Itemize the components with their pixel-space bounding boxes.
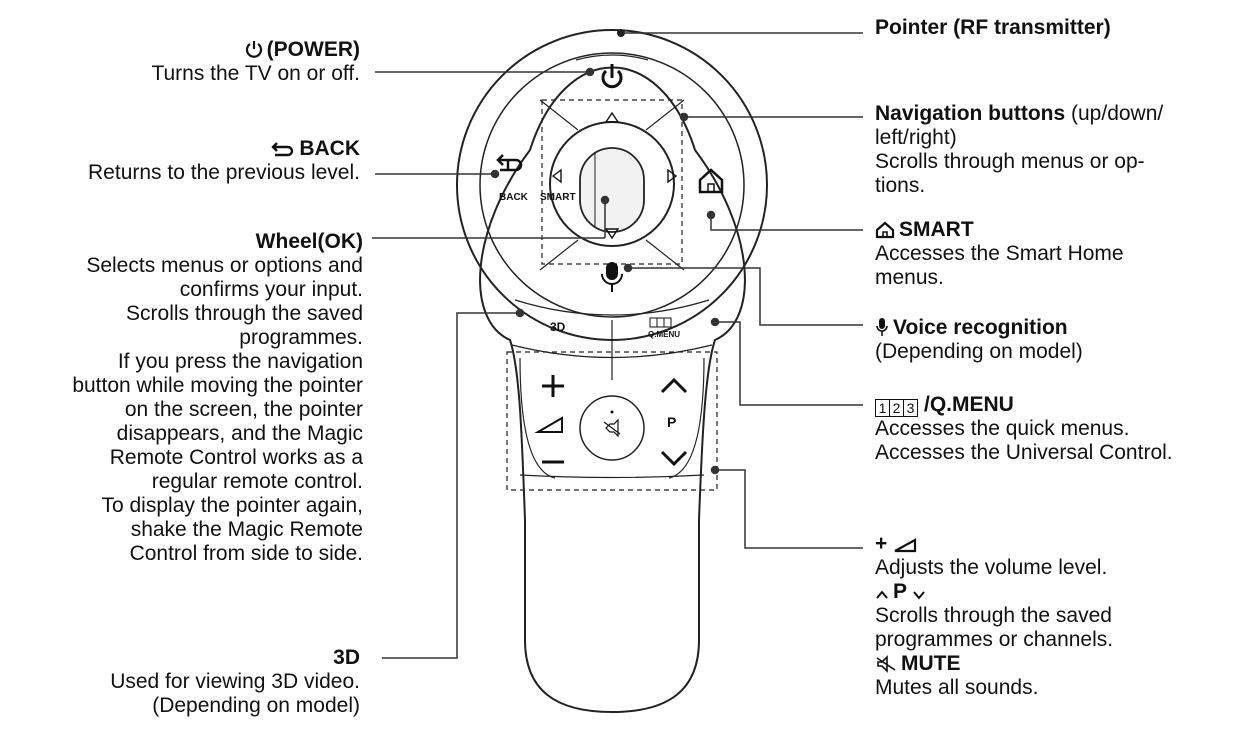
leader-lines <box>372 32 863 659</box>
back-desc: Returns to the previous level. <box>88 161 360 184</box>
home-icon <box>698 168 724 194</box>
remote-qmenu-label: Q.MENU <box>648 330 680 339</box>
qmenu-digit: 2 <box>890 399 904 417</box>
pointer-title: Pointer (RF transmitter) <box>875 16 1111 39</box>
qmenu-digit: 1 <box>875 399 890 417</box>
remote-3d-label: 3D <box>550 320 566 334</box>
wheel-title: Wheel(OK) <box>255 230 363 253</box>
three-d-desc-line: (Depending on model) <box>152 694 360 717</box>
power-title: (POWER) <box>266 38 360 61</box>
back-icon <box>271 142 294 157</box>
volume-icon <box>894 538 917 553</box>
channel-desc-line: programmes or channels. <box>875 628 1114 651</box>
channel-down-icon <box>913 591 926 600</box>
smart-desc-line: menus. <box>875 266 944 289</box>
volume-up-icon <box>542 375 564 397</box>
nav-down-icon <box>604 228 620 240</box>
mute-title: MUTE <box>901 652 961 675</box>
remote-head-inner <box>479 52 745 318</box>
wheel-desc-line: disappears, and the Magic <box>116 422 363 445</box>
remote-smart-label: SMART <box>540 192 576 203</box>
mute-icon <box>603 418 621 438</box>
wheel-desc-line: Scrolls through the saved <box>126 302 363 325</box>
wheel-desc-line: Control from side to side. <box>129 542 363 565</box>
qmenu-title: /Q.MENU <box>924 393 1014 416</box>
navigation-desc-line: tions. <box>875 174 926 197</box>
channel-up-icon <box>876 590 888 599</box>
wheel-desc-line: on the screen, the pointer <box>124 398 363 421</box>
remote-back-label: BACK <box>499 192 529 203</box>
qmenu-digit: 3 <box>904 399 918 417</box>
lower-dashed-box <box>506 351 718 491</box>
qmenu-digits-icon: 1 2 3 <box>875 399 918 417</box>
wheel-desc-line: confirms your input. <box>179 278 363 301</box>
back-icon <box>496 154 523 172</box>
voice-desc-line: (Depending on model) <box>875 340 1083 363</box>
channel-title: P <box>893 580 907 603</box>
nav-up-icon <box>604 111 620 123</box>
pointer-dot <box>617 29 625 37</box>
navigation-title: Navigation buttons <box>875 102 1066 125</box>
wheel <box>579 147 645 233</box>
mute-button <box>579 395 645 461</box>
callout-smart: SMART Accesses the Smart Home menus. <box>875 218 1124 290</box>
remote-qmenu-digits <box>649 317 672 328</box>
wheel-desc-line: programmes. <box>239 326 363 349</box>
smart-title: SMART <box>899 218 974 241</box>
nav-left-icon <box>551 168 562 184</box>
wheel-desc-line: shake the Magic Remote <box>130 518 363 541</box>
nav-right-icon <box>667 168 678 184</box>
wheel-desc-line: regular remote control. <box>151 470 363 493</box>
wheel-desc-line: To display the pointer again, <box>101 494 363 517</box>
navigation-desc-line: Scrolls through menus or op- <box>875 150 1145 173</box>
qmenu-desc-line: Accesses the quick menus. <box>875 417 1130 440</box>
volume-icon <box>534 416 563 433</box>
mute-desc-line: Mutes all sounds. <box>875 676 1039 699</box>
callout-back: BACK Returns to the previous level. <box>88 137 360 185</box>
navigation-desc-line: left/right) <box>875 126 957 149</box>
callout-3d: 3D Used for viewing 3D video. (Depending… <box>110 646 360 718</box>
wheel-desc-line: If you press the navigation <box>117 350 363 373</box>
channel-down-icon <box>660 450 688 467</box>
callout-pointer: Pointer (RF transmitter) <box>875 16 1111 40</box>
channel-desc-line: Scrolls through the saved <box>875 604 1112 627</box>
mic-icon <box>601 262 623 292</box>
callout-qmenu: 1 2 3 /Q.MENU Accesses the quick menus. … <box>875 393 1173 465</box>
power-icon <box>245 41 262 58</box>
callout-power: (POWER) Turns the TV on or off. <box>151 38 360 86</box>
remote-p-label: P <box>667 414 676 430</box>
home-icon <box>875 221 895 239</box>
smart-desc-line: Accesses the Smart Home <box>875 242 1124 265</box>
callout-wheel: Wheel(OK) Selects menus or options and c… <box>72 230 363 566</box>
volume-desc-line: Adjusts the volume level. <box>875 556 1108 579</box>
power-desc: Turns the TV on or off. <box>151 62 360 85</box>
mic-icon <box>876 318 888 336</box>
wheel-desc-line: button while moving the pointer <box>72 374 363 397</box>
navigation-title-suffix: (up/down/ <box>1065 102 1164 125</box>
remote-body <box>479 66 746 714</box>
callout-volume-channel-mute: + Adjusts the volume level. P Scrolls th… <box>875 532 1113 700</box>
three-d-title: 3D <box>333 646 360 669</box>
volume-title: + <box>875 532 888 555</box>
callout-voice: Voice recognition (Depending on model) <box>875 316 1083 364</box>
voice-title: Voice recognition <box>893 316 1068 339</box>
power-icon <box>601 64 623 89</box>
callout-navigation: Navigation buttons (up/down/ left/right)… <box>875 102 1163 198</box>
channel-up-icon <box>660 377 688 394</box>
wheel-desc-line: Remote Control works as a <box>109 446 363 469</box>
mute-icon <box>876 655 896 673</box>
wheel-desc-line: Selects menus or options and <box>86 254 363 277</box>
qmenu-desc-line: Accesses the Universal Control. <box>875 441 1173 464</box>
three-d-desc-line: Used for viewing 3D video. <box>110 670 360 693</box>
back-title: BACK <box>299 137 360 160</box>
